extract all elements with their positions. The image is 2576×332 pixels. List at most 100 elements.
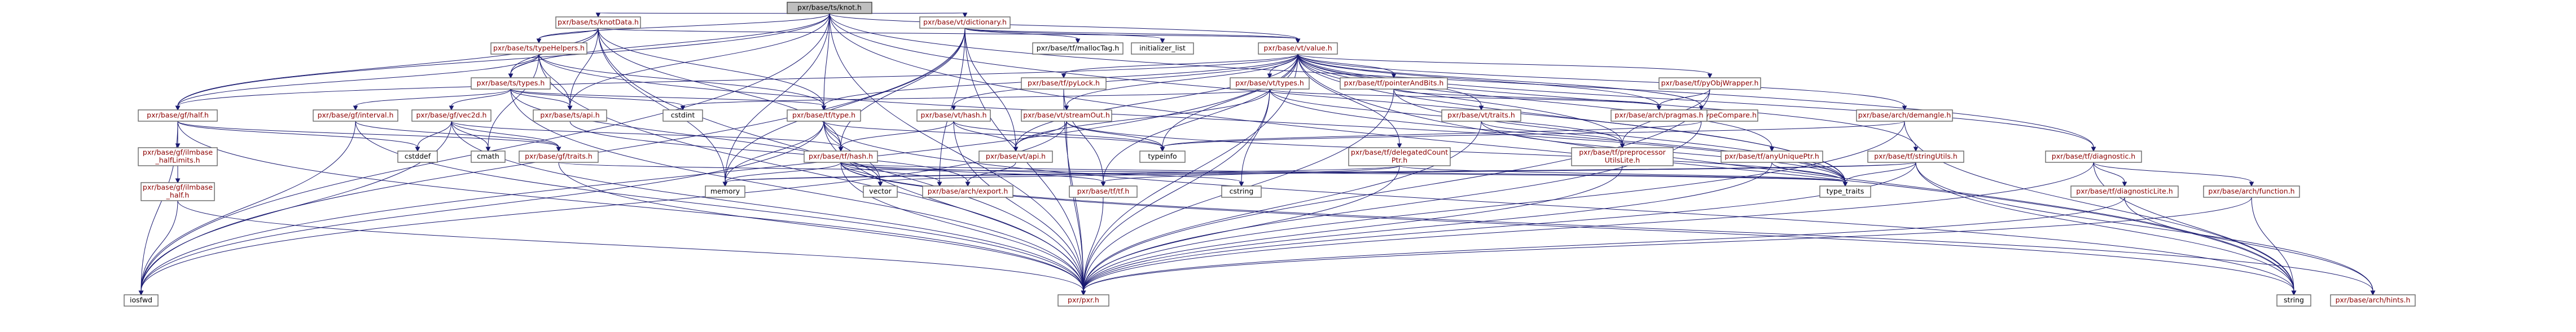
edge-line <box>1083 165 1400 291</box>
edge-arrowhead <box>821 105 827 111</box>
node-ptrAndBits[interactable]: pxr/base/tf/pointerAndBits.h <box>1340 77 1448 90</box>
edge-arrowhead <box>567 105 573 111</box>
node-streamOut[interactable]: pxr/base/vt/streamOut.h <box>1021 109 1112 122</box>
node-tfTf[interactable]: pxr/base/tf/tf.h <box>1069 185 1138 198</box>
edge-line <box>1066 121 1084 291</box>
include-edge <box>138 121 1067 296</box>
node-box <box>519 150 599 163</box>
node-box <box>1610 109 1708 122</box>
node-label: pxr/base/tf/pyLock.h <box>1028 79 1100 87</box>
edge-line <box>823 13 830 107</box>
node-typeHelpers[interactable]: pxr/base/ts/typeHelpers.h <box>490 42 587 55</box>
node-vtDictionary[interactable]: pxr/base/vt/dictionary.h <box>919 16 1011 29</box>
include-edge <box>1915 162 2297 296</box>
edge-line <box>1162 54 1298 148</box>
node-tsApi[interactable]: pxr/base/ts/api.h <box>533 109 607 122</box>
node-vector: vector <box>863 185 898 198</box>
node-tfDiagnostic[interactable]: pxr/base/tf/diagnostic.h <box>2045 150 2142 163</box>
node-limits[interactable]: pxr/base/gf/ilmbase_halfLimits.h <box>138 147 218 166</box>
node-stringUtils[interactable]: pxr/base/tf/stringUtils.h <box>1867 150 1964 163</box>
edge-line <box>953 121 1084 291</box>
node-box <box>919 16 1011 29</box>
edge-arrowhead <box>1239 182 1244 187</box>
node-label: pxr/base/arch/function.h <box>2208 187 2294 196</box>
edge-line <box>177 200 1084 291</box>
node-label: pxr/base/tf/mallocTag.h <box>1037 44 1120 52</box>
node-label: cmath <box>477 152 499 161</box>
node-diagnosticLite[interactable]: pxr/base/tf/diagnosticLite.h <box>2070 185 2179 198</box>
node-label: pxr/base/tf/pyObjWrapper.h <box>1661 79 1759 87</box>
edge-line <box>1297 54 1660 107</box>
include-edge <box>598 28 827 111</box>
node-ilmHalf[interactable]: pxr/base/gf/ilmbase_half.h <box>141 182 215 201</box>
include-edge <box>1267 54 1298 79</box>
include-edge <box>177 121 561 152</box>
node-archFunction[interactable]: pxr/base/arch/function.h <box>2203 185 2300 198</box>
node-vtTypes[interactable]: pxr/base/vt/types.h <box>1230 77 1310 90</box>
include-edge <box>1066 121 1086 296</box>
include-edge <box>951 54 1298 111</box>
node-box <box>705 185 745 198</box>
node-label: pxr/base/ts/types.h <box>477 79 545 87</box>
node-box <box>1131 42 1194 55</box>
edge-line <box>569 28 599 107</box>
edge-line <box>538 13 830 39</box>
node-archPragmas[interactable]: pxr/base/arch/pragmas.h <box>1610 109 1708 122</box>
node-anyUnique[interactable]: pxr/base/tf/anyUniquePtr.h <box>1721 150 1823 163</box>
edge-line <box>1162 121 1702 148</box>
node-label: type_traits <box>1827 187 1864 196</box>
edge-line <box>177 121 1084 291</box>
node-cstring: cstring <box>1221 185 1262 198</box>
node-gfInterval[interactable]: pxr/base/gf/interval.h <box>313 109 398 122</box>
node-label: pxr/base/tf/preprocessor <box>1579 148 1666 157</box>
node-gfTraits[interactable]: pxr/base/gf/traits.h <box>519 150 599 163</box>
edge-line <box>141 121 1067 291</box>
node-gfHalf[interactable]: pxr/base/gf/half.h <box>138 109 218 122</box>
node-vtApi[interactable]: pxr/base/vt/api.h <box>978 150 1053 163</box>
node-label: _halfLimits.h <box>155 156 200 165</box>
node-label: pxr/base/gf/traits.h <box>525 152 593 161</box>
include-edge <box>177 121 420 152</box>
node-label: pxr/base/arch/export.h <box>928 187 1008 196</box>
node-archExport[interactable]: pxr/base/arch/export.h <box>922 185 1013 198</box>
node-label: pxr/base/vt/types.h <box>1235 79 1304 87</box>
node-label: pxr/base/tf/diagnosticLite.h <box>2076 187 2173 196</box>
edge-line <box>1658 88 1710 107</box>
node-demangle[interactable]: pxr/base/arch/demangle.h <box>1856 109 1953 122</box>
nodes-layer: pxr/base/ts/knot.h pxr/base/ts/knotData.h… <box>124 2 2416 307</box>
edge-line <box>823 121 1084 291</box>
edge-arrowhead <box>1913 147 1919 152</box>
include-edge <box>415 121 452 152</box>
edge-line <box>1904 121 2294 291</box>
node-knotData[interactable]: pxr/base/ts/knotData.h <box>555 16 641 29</box>
include-edge <box>953 121 1165 152</box>
include-edge <box>1297 54 1848 187</box>
include-edge <box>175 13 830 111</box>
node-box <box>1571 147 1674 166</box>
node-box <box>555 16 641 29</box>
node-label: pxr/base/vt/api.h <box>986 152 1046 161</box>
edge-line <box>598 28 824 107</box>
node-pxr[interactable]: pxr/pxr.h <box>1057 294 1109 307</box>
node-tfType[interactable]: pxr/base/tf/type.h <box>787 109 861 122</box>
node-gfVec2d[interactable]: pxr/base/gf/vec2d.h <box>411 109 491 122</box>
node-archHints[interactable]: pxr/base/arch/hints.h <box>2330 294 2416 307</box>
node-box <box>1021 77 1107 90</box>
edge-line <box>1297 54 2094 148</box>
include-edge <box>510 88 573 111</box>
node-vtTraits[interactable]: pxr/base/vt/traits.h <box>1441 109 1521 122</box>
node-label: iosfwd <box>130 296 152 304</box>
node-vtValue[interactable]: pxr/base/vt/value.h <box>1258 42 1338 55</box>
edge-line <box>725 13 830 183</box>
node-tfHash[interactable]: pxr/base/tf/hash.h <box>804 150 878 163</box>
node-pyLock[interactable]: pxr/base/tf/pyLock.h <box>1021 77 1107 90</box>
node-knot[interactable]: pxr/base/ts/knot.h <box>787 2 872 14</box>
edge-line <box>538 54 824 107</box>
node-tsTypes[interactable]: pxr/base/ts/types.h <box>471 77 551 90</box>
edge-line <box>538 28 599 39</box>
node-label: pxr/base/vt/value.h <box>1263 44 1332 52</box>
node-vtHash[interactable]: pxr/base/vt/hash.h <box>916 109 991 122</box>
node-pyObjWrapper[interactable]: pxr/base/tf/pyObjWrapper.h <box>1658 77 1761 90</box>
